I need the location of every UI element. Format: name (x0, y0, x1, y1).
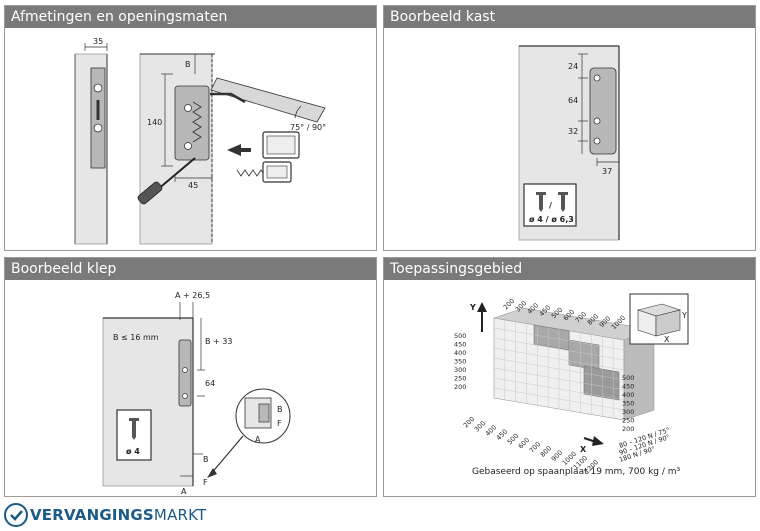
dim-a: A (181, 487, 187, 496)
y-tick-label: 400 (454, 349, 466, 357)
detail-a: A (255, 435, 261, 444)
right-tick-label: 500 (622, 374, 634, 382)
screw-box (523, 183, 577, 227)
y-axis-label: Y (469, 303, 476, 312)
dim-f: F (203, 478, 208, 487)
chart-caption: Gebaseerd op spaanplaat 19 mm, 700 kg / … (472, 467, 681, 477)
screw-size-label: ø 4 / ø 6,3 (529, 215, 574, 224)
dim-35: 35 (93, 37, 103, 46)
panel-title: Boorbeeld kast (384, 6, 755, 28)
x-arrow-icon (592, 436, 604, 446)
klep-drawing: A + 26,5 B ≤ 16 mm B + 33 64 ø 4 B F A B… (102, 291, 291, 496)
screw-icon (129, 418, 139, 440)
dim-140: 140 (147, 118, 162, 127)
right-tick-label: 250 (622, 417, 634, 425)
dim-b: B (185, 60, 191, 69)
panel-klep: Boorbeeld klep A + 26,5 B ≤ 16 mm B + 33… (4, 257, 377, 497)
brand-logo: VERVANGINGSMARKT (4, 502, 304, 528)
inset-x-label: X (664, 335, 670, 344)
dim-a-plus: A + 26,5 (175, 291, 210, 300)
dim-37: 37 (602, 167, 612, 176)
kast-drawing: 24 64 32 37 / ø 4 / ø 6,3 (518, 45, 620, 241)
dim-24: 24 (568, 62, 578, 71)
dim-64: 64 (568, 96, 578, 105)
x-axis-label: X (580, 445, 587, 454)
panel-title: Toepassingsgebied (384, 258, 755, 280)
right-tick-label: 400 (622, 391, 634, 399)
pointer-arrow-icon (207, 468, 217, 478)
grid-line (493, 337, 625, 361)
right-tick-label: 350 (622, 400, 634, 408)
dim-32: 32 (568, 127, 578, 136)
panel-kast: Boorbeeld kast 24 64 32 37 / ø 4 / ø 6,3 (383, 5, 756, 251)
y-arrow-icon (477, 302, 487, 312)
y-tick-label: 500 (454, 332, 466, 340)
grid-line (493, 327, 625, 351)
brand-light: MARKT (153, 506, 207, 524)
y-tick-label: 350 (454, 358, 466, 366)
detail-b: B (277, 405, 283, 414)
y-tick-label: 450 (454, 341, 466, 349)
detail-f: F (277, 419, 282, 428)
screwdriver-icon (137, 181, 163, 205)
grid-line (493, 357, 625, 381)
inset-y-label: Y (681, 311, 687, 320)
screw-size-label: ø 4 (126, 447, 140, 456)
right-tick-label: 450 (622, 383, 634, 391)
right-tick-label: 200 (622, 425, 634, 433)
right-tick-label: 300 (622, 408, 634, 416)
grid-line (493, 367, 625, 391)
spring-icon (236, 169, 266, 177)
b-max-label: B ≤ 16 mm (113, 333, 159, 342)
dim-b-plus: B + 33 (205, 337, 232, 346)
y-tick-label: 250 (454, 375, 466, 383)
flap (210, 77, 326, 123)
screw-icon (536, 192, 546, 212)
y-tick-label: 300 (454, 366, 466, 374)
brand-name: VERVANGINGSMARKT (30, 506, 206, 524)
afmetingen-drawing: 35 140 B 45 75° / 90° (74, 37, 326, 245)
dim-64: 64 (205, 379, 215, 388)
panel-title: Boorbeeld klep (5, 258, 376, 280)
flap-fitting (178, 339, 192, 407)
lift-mechanism (174, 85, 210, 161)
logo-icon (4, 503, 28, 527)
brand-bold: VERVANGINGS (30, 506, 154, 524)
screw-icon (558, 192, 568, 212)
opening-angle: 75° / 90° (290, 123, 326, 132)
grid-line (493, 377, 625, 401)
arrow-icon (227, 144, 251, 156)
y-tick-label: 200 (454, 383, 466, 391)
dim-45: 45 (188, 181, 198, 190)
panel-title: Afmetingen en openingsmaten (5, 6, 376, 28)
grid-line (493, 387, 625, 411)
panel-afmetingen: Afmetingen en openingsmaten 35 (4, 5, 377, 251)
dim-b: B (203, 455, 209, 464)
chart-grid (493, 319, 625, 419)
mounting-plate (589, 67, 617, 155)
grid-line (493, 347, 625, 371)
slash: / (549, 201, 552, 210)
